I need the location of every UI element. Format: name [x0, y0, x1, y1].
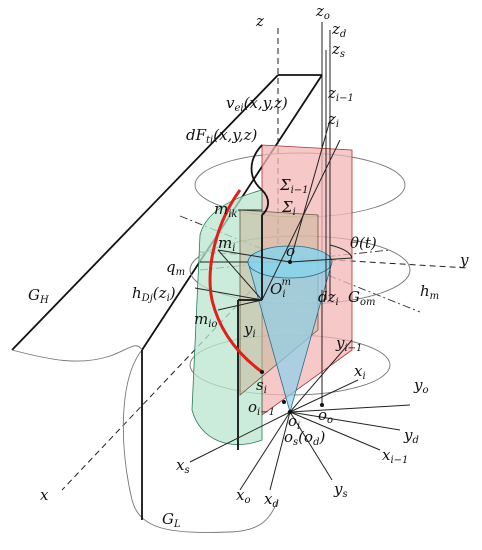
label-x-d: xd — [264, 490, 279, 510]
label-dF-ti: dFti(x,y,z) — [186, 126, 257, 146]
tan-diag — [217, 249, 263, 301]
gl-outline — [122, 349, 279, 533]
dF-ti-arrow — [261, 139, 341, 301]
label-o-i-minus-1: oi−1 — [248, 398, 275, 418]
label-o-o: oo — [318, 406, 333, 426]
label-dz-i: dzi — [318, 288, 339, 308]
label-sigma-i: Σi — [281, 198, 296, 218]
profile-lines — [194, 144, 291, 450]
o-point — [288, 260, 292, 264]
label-x-s: xs — [176, 456, 190, 476]
label-x-i-minus-1: xi−1 — [382, 446, 408, 466]
oi-xo — [239, 411, 291, 491]
label-h-dj: hDj(zi) — [132, 284, 176, 304]
label-z: z — [255, 12, 264, 30]
vector-arrows — [261, 119, 353, 301]
oi-xd — [269, 411, 291, 491]
oi-point — [287, 409, 293, 415]
profile-top — [250, 144, 269, 216]
label-o-s-od: os(od) — [284, 428, 325, 448]
label-x: x — [40, 486, 49, 504]
mi-link — [217, 249, 291, 263]
label-z-i: zi — [327, 110, 339, 130]
oi-xi-1 — [289, 411, 381, 451]
label-z-d: zd — [331, 20, 346, 40]
label-x-o: xo — [236, 486, 251, 506]
label-o-i: oi — [288, 412, 300, 432]
oi-ys — [289, 411, 333, 481]
label-m-io: mio — [194, 310, 217, 330]
hdj-link — [194, 287, 263, 301]
label-z-i-minus-1: zi−1 — [327, 84, 354, 104]
theta-arc-line — [289, 257, 353, 263]
labels: z zo zd zs zi−1 zi vei(x,y,z) dFti(x,y,z… — [28, 2, 469, 530]
oi-1-point — [282, 400, 286, 404]
label-q-m: qm — [166, 258, 185, 278]
label-y-s: ys — [333, 480, 348, 500]
oi-yd — [289, 411, 401, 431]
mio-link — [217, 299, 263, 311]
label-z-o: zo — [315, 2, 330, 22]
v-ei-arrow — [289, 119, 331, 263]
gh-edge-slant — [11, 74, 279, 351]
label-z-s: zs — [331, 40, 345, 60]
label-y-i-minus-1: yi−1 — [335, 334, 362, 354]
label-m-ik: mik — [214, 200, 238, 220]
label-y: y — [459, 251, 469, 269]
label-h-m: hm — [420, 282, 439, 302]
label-O-i-m: Oim — [270, 277, 291, 300]
label-s-i: si — [256, 376, 267, 396]
oi-xs — [189, 411, 291, 463]
label-G-H: GH — [28, 286, 49, 306]
gh-outline — [11, 345, 143, 362]
contact-curve — [208, 189, 263, 374]
label-y-i: yi — [243, 320, 256, 340]
oi-yo — [289, 404, 411, 413]
label-G-om: Gom — [348, 288, 376, 308]
label-v-ei: vei(x,y,z) — [226, 94, 288, 114]
si-point — [260, 370, 264, 374]
label-G-L: GL — [162, 510, 181, 530]
label-m-i: mi — [218, 234, 235, 254]
oi-yi-1 — [289, 339, 353, 413]
label-y-o: yo — [413, 376, 429, 396]
label-theta-t: θ(t) — [350, 234, 377, 252]
label-y-d: yd — [403, 426, 419, 446]
oi-xi — [289, 379, 359, 413]
lower-frames — [189, 30, 411, 491]
label-x-i: xi — [354, 362, 366, 382]
label-o: o — [286, 242, 295, 260]
oo-point — [320, 403, 324, 407]
label-sigma-i-minus-1: Σi−1 — [279, 176, 309, 196]
theta-arc — [329, 244, 353, 259]
